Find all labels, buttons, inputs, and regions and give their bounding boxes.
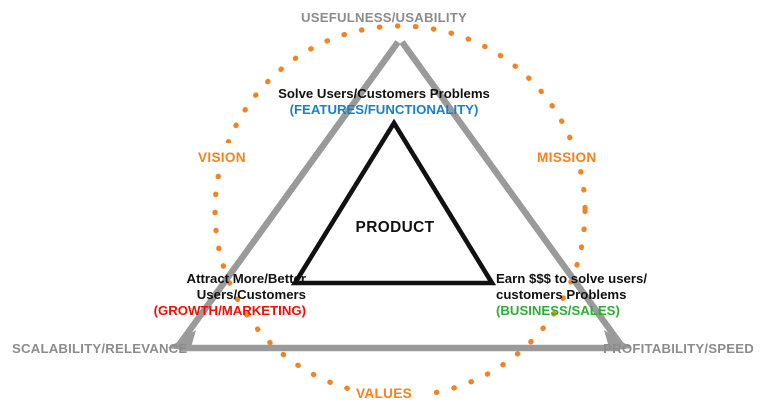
center-label-product: PRODUCT (355, 219, 435, 236)
outer-label-usefulness: USEFULNESS/USABILITY (301, 10, 467, 25)
vertex-features: Solve Users/Customers Problems (FEATURES… (0, 86, 768, 118)
vertex-business-line-2: customers Problems (496, 287, 627, 303)
inner-triangle (290, 118, 497, 286)
outer-triangle-left-leg (176, 40, 401, 347)
vertex-growth-tag: (GROWTH/MARKETING) (153, 303, 306, 319)
outer-triangle-right-leg (399, 40, 624, 347)
vertex-growth: Attract More/Better Users/Customers (GRO… (16, 271, 306, 319)
arc-label-vision: VISION (198, 150, 246, 165)
vertex-business: Earn $$$ to solve users/ customers Probl… (496, 271, 766, 319)
arrowhead-bottom-left (168, 330, 196, 351)
arc-label-values: VALUES (356, 386, 412, 401)
arrowhead-bottom-right (604, 330, 632, 351)
outer-label-profitability: PROFITABILITY/SPEED (603, 341, 754, 356)
vertex-business-tag: (BUSINESS/SALES) (496, 303, 620, 319)
arc-label-mission: MISSION (537, 150, 597, 165)
outer-label-scalability: SCALABILITY/RELEVANCE (12, 341, 188, 356)
vertex-growth-line-2: Users/Customers (196, 287, 306, 303)
vertex-features-line-1: Solve Users/Customers Problems (278, 86, 490, 101)
vertex-features-tag: (FEATURES/FUNCTIONALITY) (289, 102, 479, 118)
vertex-growth-line-1: Attract More/Better (186, 271, 306, 286)
vertex-business-line-1: Earn $$$ to solve users/ (496, 271, 647, 286)
